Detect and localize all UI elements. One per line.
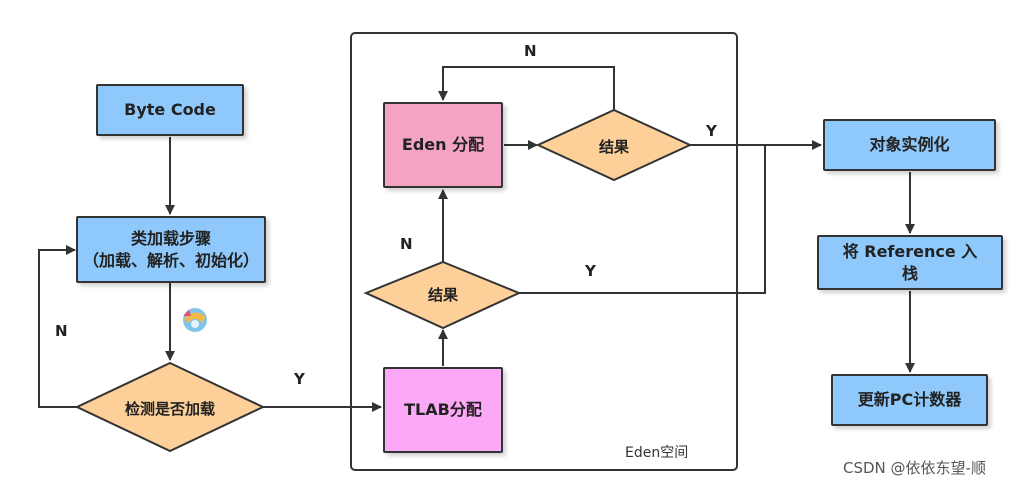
result-top-diamond bbox=[535, 108, 693, 182]
label-n-middle: N bbox=[400, 235, 413, 253]
class-loading-sublabel: （加载、解析、初始化） bbox=[82, 250, 259, 270]
update-pc-label: 更新PC计数器 bbox=[857, 390, 962, 410]
label-y-bottom: Y bbox=[585, 262, 596, 280]
tlab-alloc-box: TLAB分配 bbox=[383, 367, 503, 453]
push-reference-sublabel: 栈 bbox=[901, 263, 918, 283]
update-pc-box: 更新PC计数器 bbox=[831, 374, 988, 426]
arrow-check-no-loop bbox=[38, 245, 80, 408]
label-n-top: N bbox=[524, 42, 537, 60]
instantiate-label: 对象实例化 bbox=[869, 135, 950, 155]
bytecode-box: Byte Code bbox=[96, 84, 244, 136]
label-n-left: N bbox=[55, 322, 68, 340]
eden-alloc-box: Eden 分配 bbox=[383, 102, 503, 188]
watermark-text: CSDN @依依东望-顺 bbox=[843, 459, 986, 477]
class-loading-box: 类加载步骤 （加载、解析、初始化） bbox=[76, 216, 266, 283]
eden-space-container bbox=[350, 32, 738, 471]
mascot-icon bbox=[183, 308, 207, 332]
label-y-check: Y bbox=[294, 370, 305, 388]
tlab-alloc-label: TLAB分配 bbox=[404, 400, 482, 420]
arrow-result-bottom-yes bbox=[519, 145, 766, 294]
check-loaded-label: 检测是否加载 bbox=[124, 400, 215, 418]
instantiate-box: 对象实例化 bbox=[823, 119, 996, 171]
result-top-label: 结果 bbox=[598, 138, 629, 156]
eden-space-caption: Eden空间 bbox=[625, 445, 689, 461]
eden-alloc-label: Eden 分配 bbox=[401, 135, 485, 155]
push-reference-box: 将 Reference 入 栈 bbox=[817, 235, 1003, 290]
result-bottom-diamond bbox=[363, 260, 522, 330]
check-loaded-diamond bbox=[74, 361, 266, 453]
bytecode-label: Byte Code bbox=[124, 100, 216, 120]
class-loading-label: 类加载步骤 bbox=[130, 228, 211, 248]
arrow-result-no-loop bbox=[438, 66, 615, 110]
result-bottom-label: 结果 bbox=[427, 286, 458, 304]
push-reference-label: 将 Reference 入 bbox=[842, 241, 978, 261]
label-y-top: Y bbox=[706, 122, 717, 140]
